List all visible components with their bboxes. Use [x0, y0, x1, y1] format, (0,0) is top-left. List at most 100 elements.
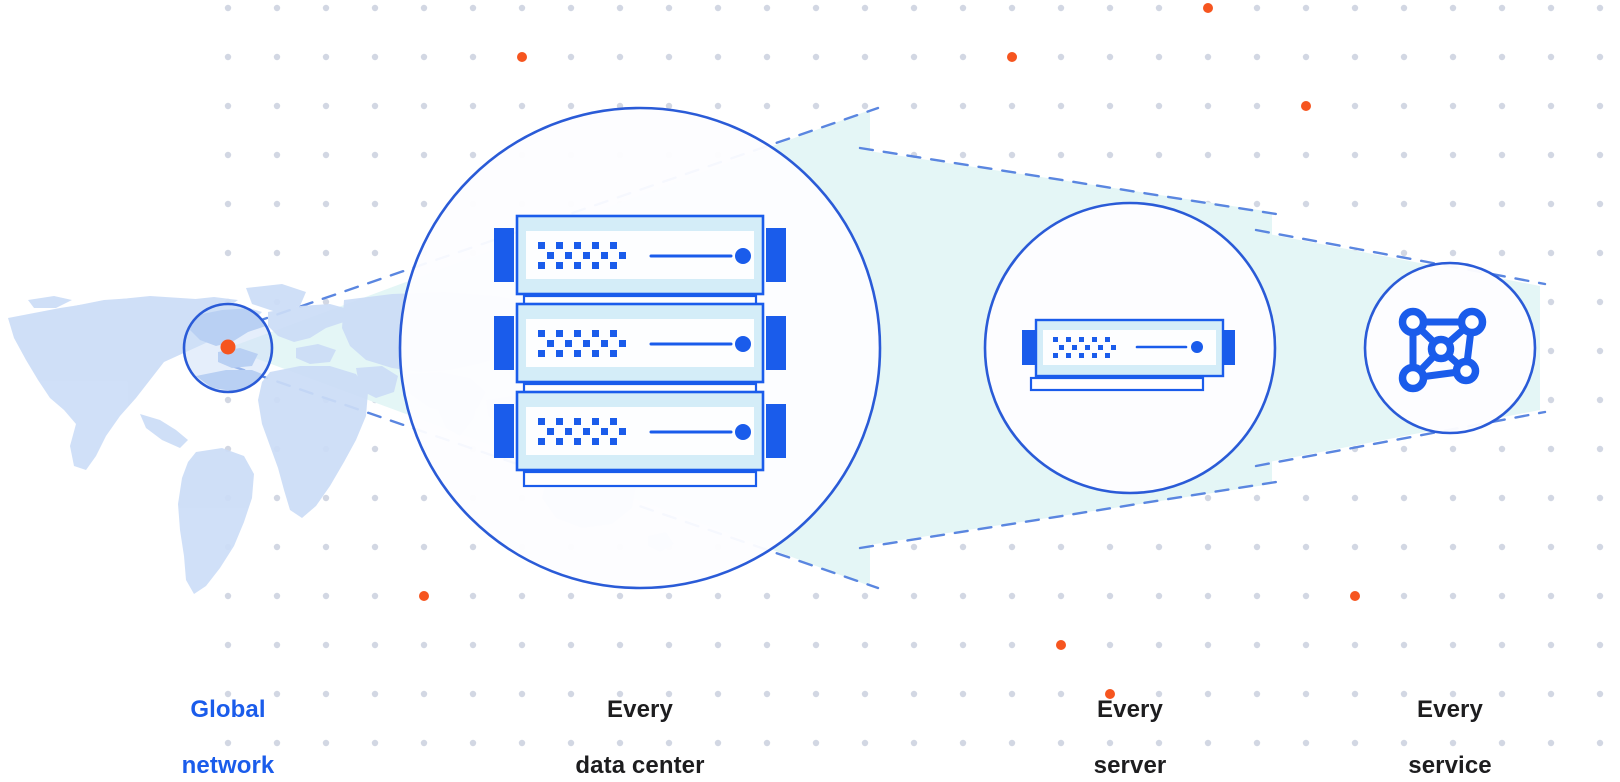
- grid-dot: [1106, 543, 1114, 551]
- grid-dot: [861, 690, 869, 698]
- server-power-dot: [1191, 341, 1203, 353]
- grid-dot: [959, 4, 967, 12]
- grid-dot: [1204, 494, 1212, 502]
- grid-dot: [1596, 249, 1604, 257]
- grid-dot: [1008, 690, 1016, 698]
- server-rack-unit: [494, 390, 786, 472]
- grid-dot: [322, 739, 330, 747]
- grid-dot: [1596, 641, 1604, 649]
- grid-dot: [1057, 53, 1065, 61]
- grid-dot: [518, 592, 526, 600]
- grid-dot: [910, 690, 918, 698]
- grid-dot: [371, 739, 379, 747]
- server-rack-unit: [494, 302, 786, 384]
- grid-dot: [1449, 53, 1457, 61]
- grid-dot: [273, 494, 281, 502]
- grid-dot: [1253, 151, 1261, 159]
- grid-dot: [567, 4, 575, 12]
- grid-dot: [1106, 641, 1114, 649]
- grid-dot: [1498, 641, 1506, 649]
- grid-dot: [1155, 592, 1163, 600]
- grid-dot: [420, 4, 428, 12]
- grid-dot: [1400, 494, 1408, 502]
- grid-dot: [1547, 53, 1555, 61]
- server-led-matrix: [1053, 337, 1116, 358]
- grid-dot: [1596, 543, 1604, 551]
- grid-dot: [1596, 4, 1604, 12]
- grid-dot: [1106, 151, 1114, 159]
- grid-dot: [1449, 543, 1457, 551]
- grid-dot: [959, 53, 967, 61]
- grid-dot: [469, 4, 477, 12]
- grid-dot: [1057, 4, 1065, 12]
- grid-dot: [763, 739, 771, 747]
- grid-dot: [1498, 53, 1506, 61]
- grid-dot: [322, 641, 330, 649]
- grid-dot: [714, 102, 722, 110]
- server-node[interactable]: [983, 201, 1277, 495]
- grid-dot: [273, 151, 281, 159]
- service-node[interactable]: [1363, 261, 1537, 435]
- grid-dot: [1008, 592, 1016, 600]
- grid-dot: [1302, 494, 1310, 502]
- grid-dot: [714, 690, 722, 698]
- server-ear-right: [766, 316, 786, 370]
- grid-dot: [1302, 592, 1310, 600]
- server-rack-unit: [494, 214, 786, 296]
- grid-dot: [1596, 690, 1604, 698]
- grid-dot: [322, 543, 330, 551]
- grid-dot: [812, 592, 820, 600]
- grid-dot: [567, 641, 575, 649]
- grid-dot: [420, 53, 428, 61]
- grid-dot: [861, 102, 869, 110]
- grid-dot: [1400, 690, 1408, 698]
- grid-dot: [1253, 690, 1261, 698]
- grid-dot: [1253, 592, 1261, 600]
- grid-dot: [1498, 102, 1506, 110]
- grid-dot: [1302, 543, 1310, 551]
- grid-dot: [665, 641, 673, 649]
- grid-dot: [959, 690, 967, 698]
- grid-dot: [1547, 445, 1555, 453]
- grid-dot: [1008, 543, 1016, 551]
- grid-dot: [1204, 690, 1212, 698]
- global-network-node[interactable]: [182, 296, 276, 394]
- grid-dot: [567, 690, 575, 698]
- server-power-dot: [735, 248, 751, 264]
- grid-dot: [224, 396, 232, 404]
- data-center-node[interactable]: [398, 106, 882, 590]
- grid-dot: [861, 592, 869, 600]
- grid-dot: [224, 151, 232, 159]
- grid-dot: [1596, 200, 1604, 208]
- grid-dot: [910, 102, 918, 110]
- grid-dot: [861, 739, 869, 747]
- grid-dot: [1400, 102, 1408, 110]
- grid-dot: [665, 53, 673, 61]
- grid-dot: [1498, 690, 1506, 698]
- grid-dot: [273, 543, 281, 551]
- grid-dot: [763, 4, 771, 12]
- server-rack: [494, 214, 786, 488]
- grid-dot: [567, 102, 575, 110]
- grid-dot: [371, 445, 379, 453]
- grid-dot: [665, 739, 673, 747]
- grid-dot: [420, 543, 428, 551]
- grid-dot: [1547, 690, 1555, 698]
- grid-dot: [371, 102, 379, 110]
- grid-dot: [1204, 739, 1212, 747]
- grid-dot: [1351, 739, 1359, 747]
- grid-dot: [1547, 102, 1555, 110]
- grid-dot: [1253, 53, 1261, 61]
- grid-dot: [1253, 200, 1261, 208]
- grid-dot: [616, 53, 624, 61]
- grid-dot: [910, 592, 918, 600]
- grid-dot: [322, 151, 330, 159]
- grid-dot: [1547, 494, 1555, 502]
- grid-dot: [322, 200, 330, 208]
- grid-dot: [1449, 641, 1457, 649]
- server-led-matrix: [538, 418, 626, 445]
- grid-dot: [812, 53, 820, 61]
- grid-dot: [1547, 347, 1555, 355]
- grid-dot: [910, 543, 918, 551]
